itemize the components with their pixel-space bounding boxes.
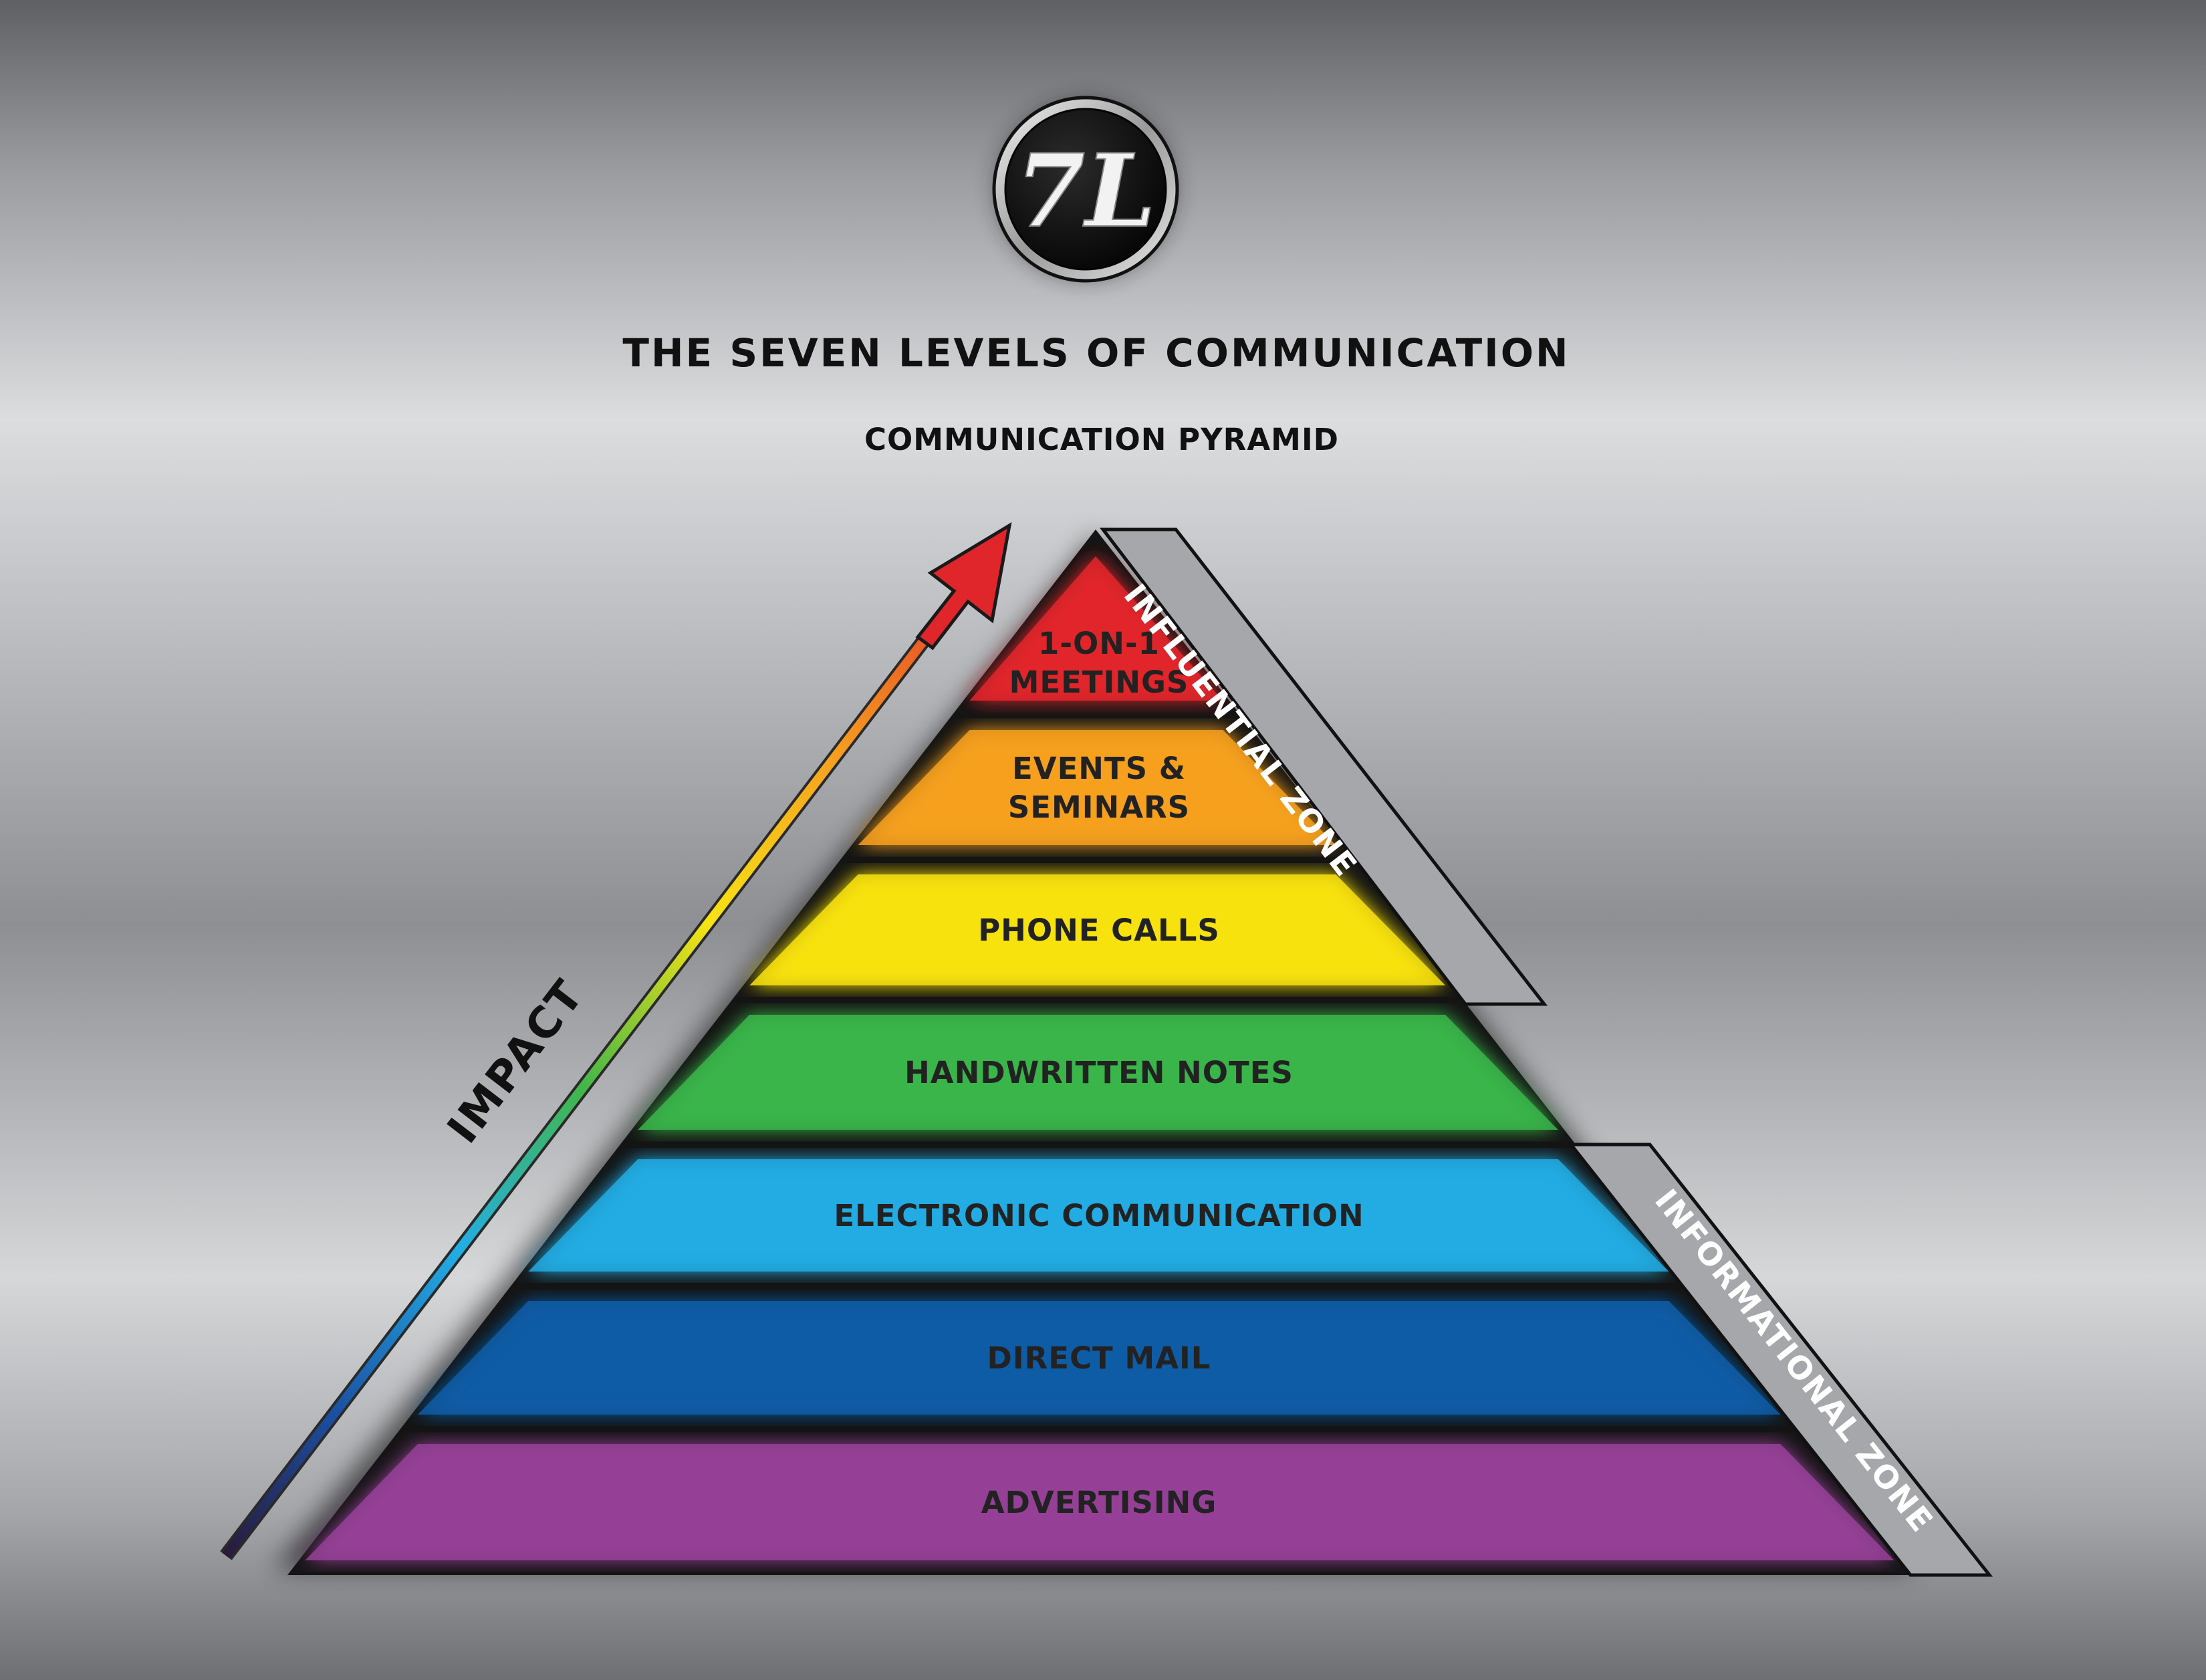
level-label: DIRECT MAIL (987, 1340, 1211, 1376)
level-label-line: 1-ON-1 (1038, 626, 1160, 661)
logo: 7L (992, 96, 1179, 283)
page-subtitle: COMMUNICATION PYRAMID (864, 422, 1339, 457)
level-label-line: ELECTRONIC COMMUNICATION (834, 1198, 1364, 1233)
pyramid-level-5: ELECTRONIC COMMUNICATION (510, 1145, 1687, 1286)
level-label: ADVERTISING (981, 1485, 1217, 1520)
pyramid-level-3: PHONE CALLS (731, 860, 1463, 1000)
pyramid-level-7: ADVERTISING (287, 1429, 1912, 1575)
pyramid-level-6: DIRECT MAIL (400, 1286, 1798, 1429)
tier-fill-core (417, 1301, 1781, 1415)
level-label: EVENTS & SEMINARS (1008, 751, 1190, 825)
tier-fill-core (969, 556, 1223, 701)
logo-text: 7L (1015, 132, 1156, 250)
tier-fill-core (749, 874, 1446, 985)
page-title: THE SEVEN LEVELS OF COMMUNICATION (622, 330, 1570, 376)
pyramid-level-2: EVENTS & SEMINARS (840, 715, 1354, 860)
level-label-line: ADVERTISING (981, 1485, 1217, 1520)
tier-fill-core (638, 1015, 1558, 1130)
tier-fill-core (858, 730, 1336, 845)
level-label: PHONE CALLS (978, 913, 1220, 948)
tier-fill-core (305, 1444, 1894, 1560)
tier-fill-core (528, 1159, 1669, 1272)
level-label-line: SEMINARS (1008, 790, 1190, 825)
level-label-line: HANDWRITTEN NOTES (904, 1055, 1294, 1090)
level-label-line: EVENTS & (1012, 751, 1186, 786)
zone-band (1099, 527, 1548, 1006)
level-label-line: MEETINGS (1009, 665, 1189, 700)
level-label-line: PHONE CALLS (978, 913, 1220, 948)
zone-band (1567, 1143, 1993, 1577)
level-label: ELECTRONIC COMMUNICATION (834, 1198, 1364, 1233)
pyramid-level-4: HANDWRITTEN NOTES (620, 1000, 1576, 1145)
level-label: HANDWRITTEN NOTES (904, 1055, 1294, 1090)
level-label-line: DIRECT MAIL (987, 1340, 1211, 1376)
